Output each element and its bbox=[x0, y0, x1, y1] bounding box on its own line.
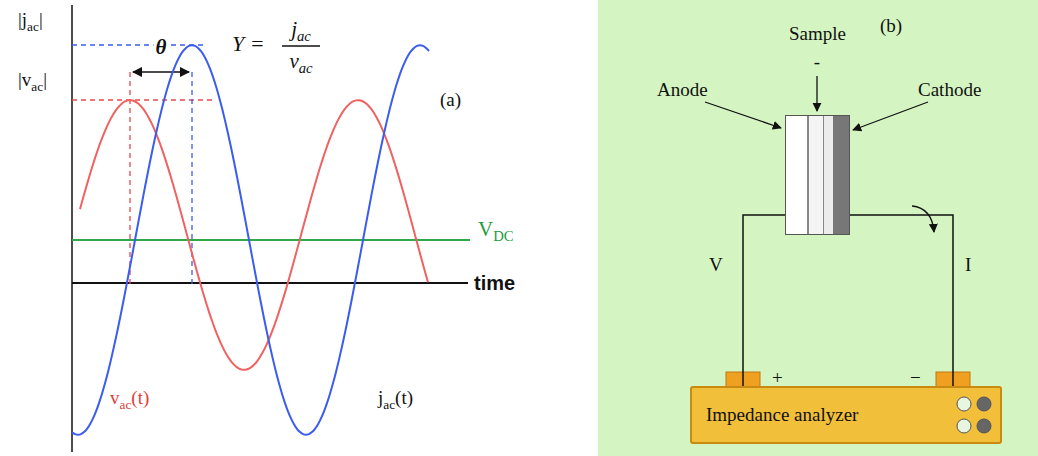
current-wave bbox=[72, 45, 429, 435]
signal-label: vac(t) bbox=[110, 388, 149, 412]
knob bbox=[957, 397, 971, 411]
polarity-mark: − bbox=[910, 368, 921, 389]
amplitude-label: |vac| bbox=[18, 70, 47, 94]
peak-guide bbox=[129, 72, 130, 285]
part-label: Anode bbox=[657, 80, 708, 101]
panel-label: (a) bbox=[440, 90, 461, 111]
axis-label: time bbox=[474, 272, 515, 294]
panel-ground bbox=[598, 0, 1038, 456]
wire-label: I bbox=[965, 255, 971, 276]
signal-label: jac(t) bbox=[378, 388, 413, 412]
dc-label: VDC bbox=[478, 218, 514, 244]
amplitude-guide bbox=[72, 99, 215, 100]
knob bbox=[977, 397, 991, 411]
knob bbox=[977, 419, 991, 433]
sample-cell: Sample bbox=[785, 115, 850, 235]
leader-arrow bbox=[816, 76, 817, 111]
formula-part: Y = bbox=[232, 32, 265, 56]
waveform-plot bbox=[72, 5, 470, 452]
impedance-analyzer-box: Impedance analyzer bbox=[690, 386, 1002, 444]
leader-arrow bbox=[853, 102, 928, 130]
sample-label: Sample bbox=[789, 24, 846, 45]
amplitude-guide bbox=[72, 44, 205, 45]
panel-label: (b) bbox=[880, 16, 902, 37]
phase-symbol: θ bbox=[154, 36, 169, 59]
wire bbox=[850, 215, 953, 386]
voltage-wave bbox=[80, 100, 428, 370]
dc-level-line bbox=[72, 239, 470, 241]
polarity-mark: - bbox=[814, 52, 820, 73]
phase-arrow bbox=[133, 71, 189, 73]
formula-part: jac bbox=[291, 18, 311, 44]
time-axis bbox=[72, 282, 468, 284]
current-arrow bbox=[912, 206, 934, 232]
y-axis bbox=[71, 5, 73, 452]
wire-label: V bbox=[709, 255, 723, 276]
knobs bbox=[952, 390, 996, 440]
device-name: Impedance analyzer bbox=[706, 405, 858, 426]
leader-arrow bbox=[705, 102, 781, 128]
cell-setup bbox=[705, 76, 970, 388]
polarity-mark: + bbox=[772, 368, 783, 389]
amplitude-label: |jac| bbox=[18, 10, 43, 34]
part-label: Cathode bbox=[918, 80, 981, 101]
knob bbox=[957, 419, 971, 433]
wire bbox=[743, 215, 785, 386]
formula-part: vac bbox=[289, 50, 312, 76]
fraction-bar bbox=[282, 45, 320, 47]
